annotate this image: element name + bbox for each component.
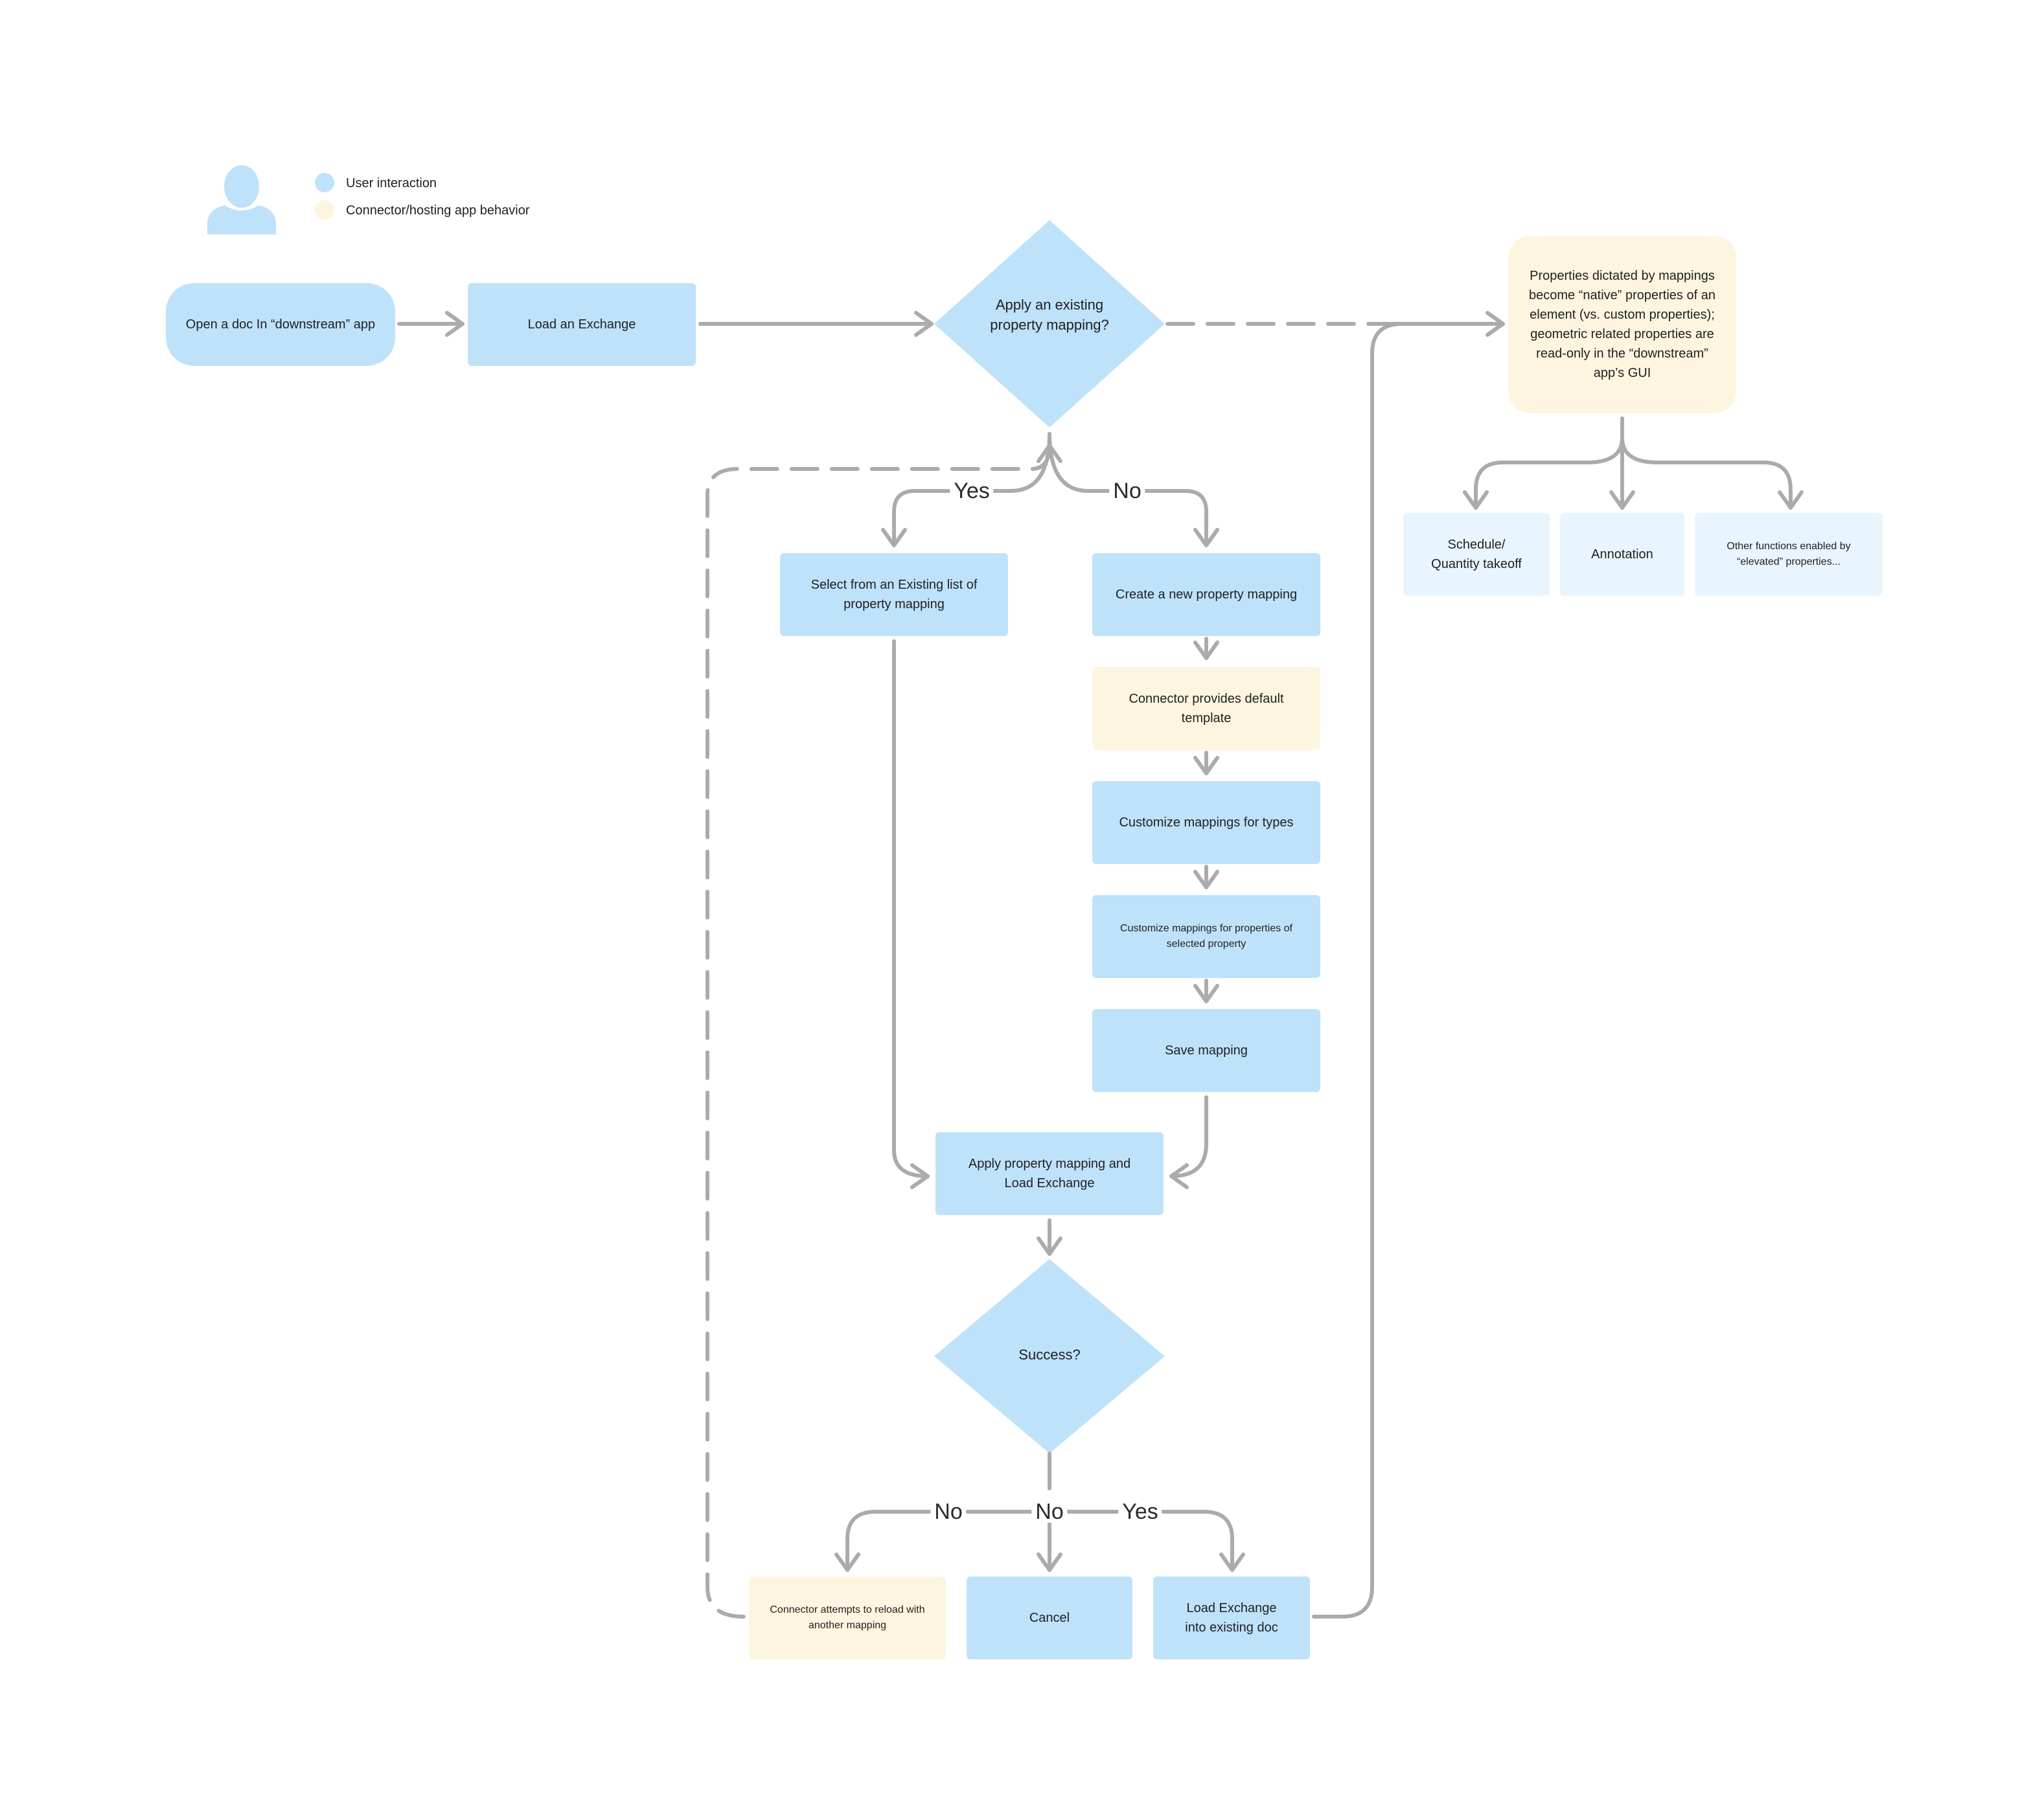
open-doc-node: Open a doc In “downstream” app <box>166 283 395 366</box>
schedule-quantity-node: Schedule/ Quantity takeoff <box>1403 513 1550 596</box>
edge-yes-to-load-doc <box>1048 1510 1245 1572</box>
legend-label-connector: Connector/hosting app behavior <box>346 203 530 218</box>
other-functions-node: Other functions enabled by “elevated” pr… <box>1695 513 1883 596</box>
edge-no-to-reload <box>834 1510 1051 1572</box>
select-existing-node: Select from an Existing list of property… <box>780 553 1008 636</box>
person-icon <box>207 165 276 234</box>
edge-properties-to-schedule <box>1463 416 1624 510</box>
legend-swatch-user <box>315 173 334 192</box>
yes-bottom-label: Yes <box>1118 1501 1162 1523</box>
default-template-node: Connector provides default template <box>1092 667 1320 750</box>
edge-reload-retry-dashed <box>706 444 1062 1619</box>
no-top-label: No <box>1109 480 1145 502</box>
edge-load-doc-to-properties <box>1312 322 1404 1619</box>
apply-existing-mapping-decision <box>934 220 1165 427</box>
reload-attempt-node: Connector attempts to reload with anothe… <box>749 1576 946 1659</box>
no-mid-label: No <box>1031 1501 1068 1523</box>
cancel-node: Cancel <box>967 1576 1132 1659</box>
load-exchange-node: Load an Exchange <box>468 283 696 366</box>
create-new-node: Create a new property mapping <box>1092 553 1320 636</box>
customize-properties-node: Customize mappings for properties of sel… <box>1092 895 1320 978</box>
edge-properties-to-other <box>1620 416 1804 510</box>
properties-native-node: Properties dictated by mappings become “… <box>1508 236 1736 413</box>
yes-top-label: Yes <box>950 480 994 502</box>
edge-save-to-apply <box>1169 1095 1208 1189</box>
success-decision <box>934 1259 1165 1453</box>
apply-existing-mapping-label: Apply an existing property mapping? <box>990 297 1109 333</box>
legend-swatch-connector <box>315 200 334 220</box>
edge-select-to-apply <box>892 639 930 1189</box>
legend-label-user: User interaction <box>346 176 437 190</box>
annotation-node: Annotation <box>1560 513 1684 596</box>
save-mapping-node: Save mapping <box>1092 1009 1320 1092</box>
no-left-label: No <box>930 1501 967 1523</box>
load-into-existing-doc-node: Load Exchange into existing doc <box>1153 1576 1310 1659</box>
customize-types-node: Customize mappings for types <box>1092 781 1320 864</box>
success-label: Success? <box>1018 1347 1081 1363</box>
apply-load-node: Apply property mapping and Load Exchange <box>935 1132 1164 1215</box>
